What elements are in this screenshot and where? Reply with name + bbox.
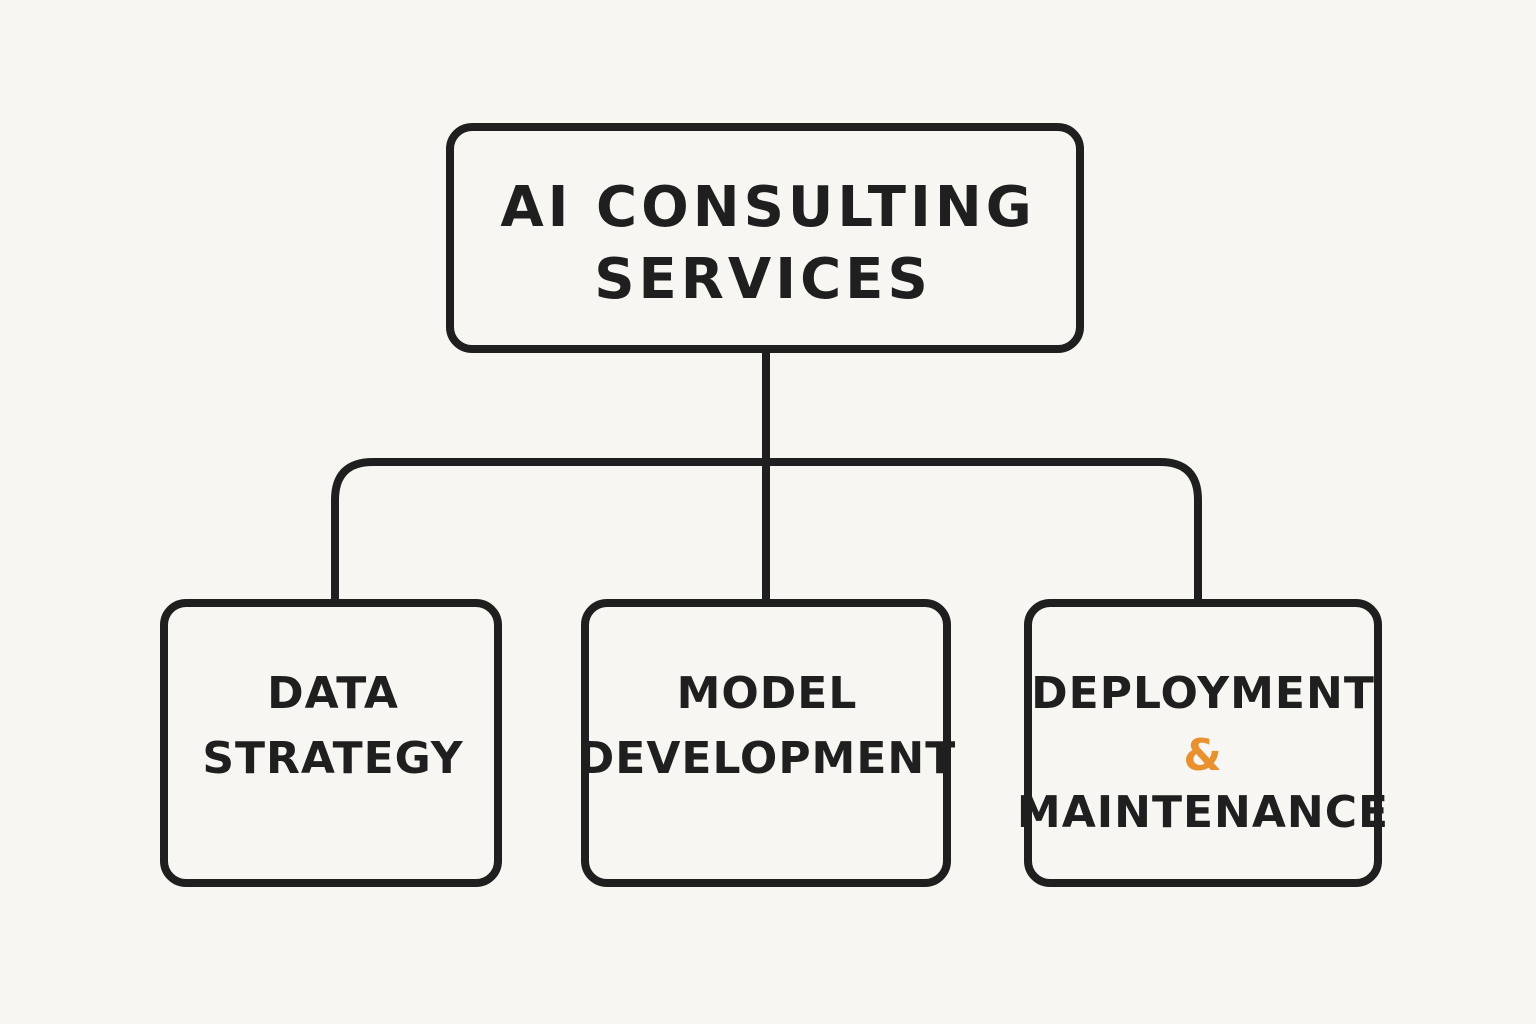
child-node-box xyxy=(1024,599,1382,887)
child-label-line-2: DEVELOPMENT xyxy=(578,733,957,784)
child-label-line-2: STRATEGY xyxy=(202,733,463,784)
child-node-box xyxy=(581,599,951,887)
connectors xyxy=(331,348,1202,607)
horizontal-bus-connector xyxy=(331,458,1202,607)
child-label-line-1: DEPLOYMENT xyxy=(1031,668,1375,719)
child-label-line-3: MAINTENANCE xyxy=(1017,787,1389,838)
child-label-line-1: MODEL xyxy=(677,668,858,719)
child-label-line-1: DATA xyxy=(267,668,399,719)
child-node-model-development: MODEL DEVELOPMENT xyxy=(578,599,957,887)
ampersand-accent: & xyxy=(1183,730,1222,781)
root-node: AI CONSULTING SERVICES xyxy=(446,123,1084,353)
root-title-line-2: SERVICES xyxy=(594,247,932,312)
root-title-line-1: AI CONSULTING xyxy=(500,175,1035,240)
child-node-box xyxy=(160,599,502,887)
root-node-box xyxy=(446,123,1084,353)
child-node-deployment-maintenance: DEPLOYMENT & MAINTENANCE xyxy=(1017,599,1389,887)
child-node-data-strategy: DATA STRATEGY xyxy=(160,599,502,887)
